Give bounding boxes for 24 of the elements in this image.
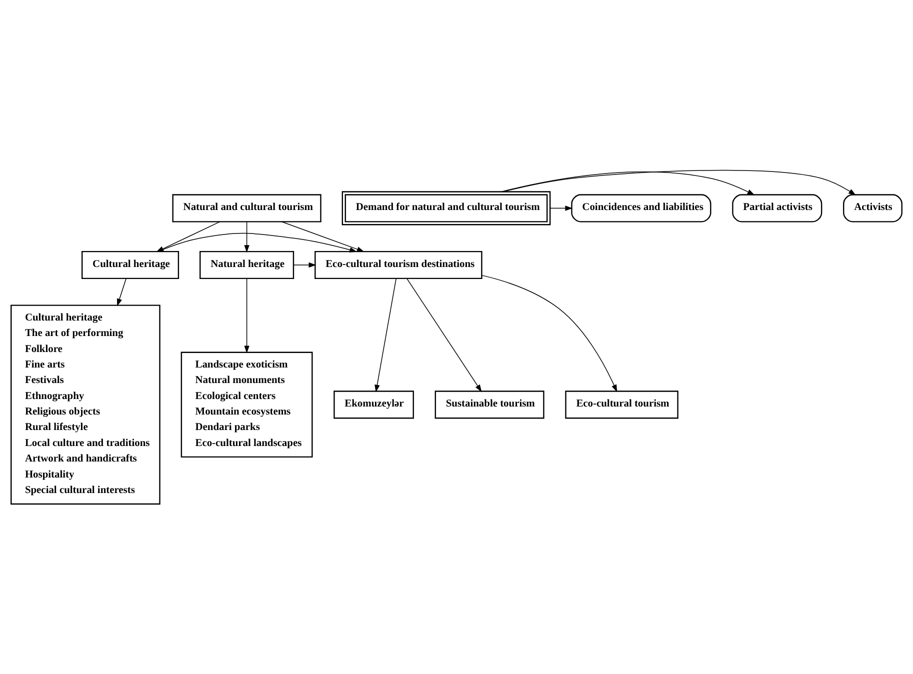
node-box: Partial activists (732, 194, 822, 222)
arrow (244, 278, 250, 354)
arrow (481, 274, 618, 392)
node-box: Ekomuzeylər (334, 390, 414, 419)
arrow (293, 262, 316, 268)
node-box: Eco-cultural tourism destinations (314, 250, 482, 280)
arrow (406, 278, 482, 392)
arrow (502, 170, 856, 196)
node-box: Activists (843, 194, 902, 222)
arrow (244, 221, 250, 253)
node-box: Natural heritage (200, 250, 294, 280)
node-box: Cultural heritage The art of performing Folklore Fine arts Festivals Ethnography Religious objects Rural lifestyle Local culture and traditions Artwork and handicrafts Hospitality Special cultural interests (10, 304, 160, 505)
node-box: Coincidences and liabilities (571, 194, 712, 222)
node-box: Natural and cultural tourism (172, 194, 322, 222)
node-box: Sustainable tourism (434, 390, 544, 419)
node-box: Cultural heritage (82, 250, 180, 280)
arrow (281, 221, 364, 252)
arrow (116, 278, 126, 306)
arrow (550, 206, 573, 211)
node-box: Demand for natural and cultural tourism (342, 191, 551, 226)
arrow (500, 172, 755, 196)
node-box: Landscape exoticism Natural monuments Ecological centers Mountain ecosystems Dendari parks Eco-cultural landscapes (180, 352, 313, 458)
node-box: Eco-cultural tourism (565, 390, 678, 419)
arrow (374, 278, 397, 392)
